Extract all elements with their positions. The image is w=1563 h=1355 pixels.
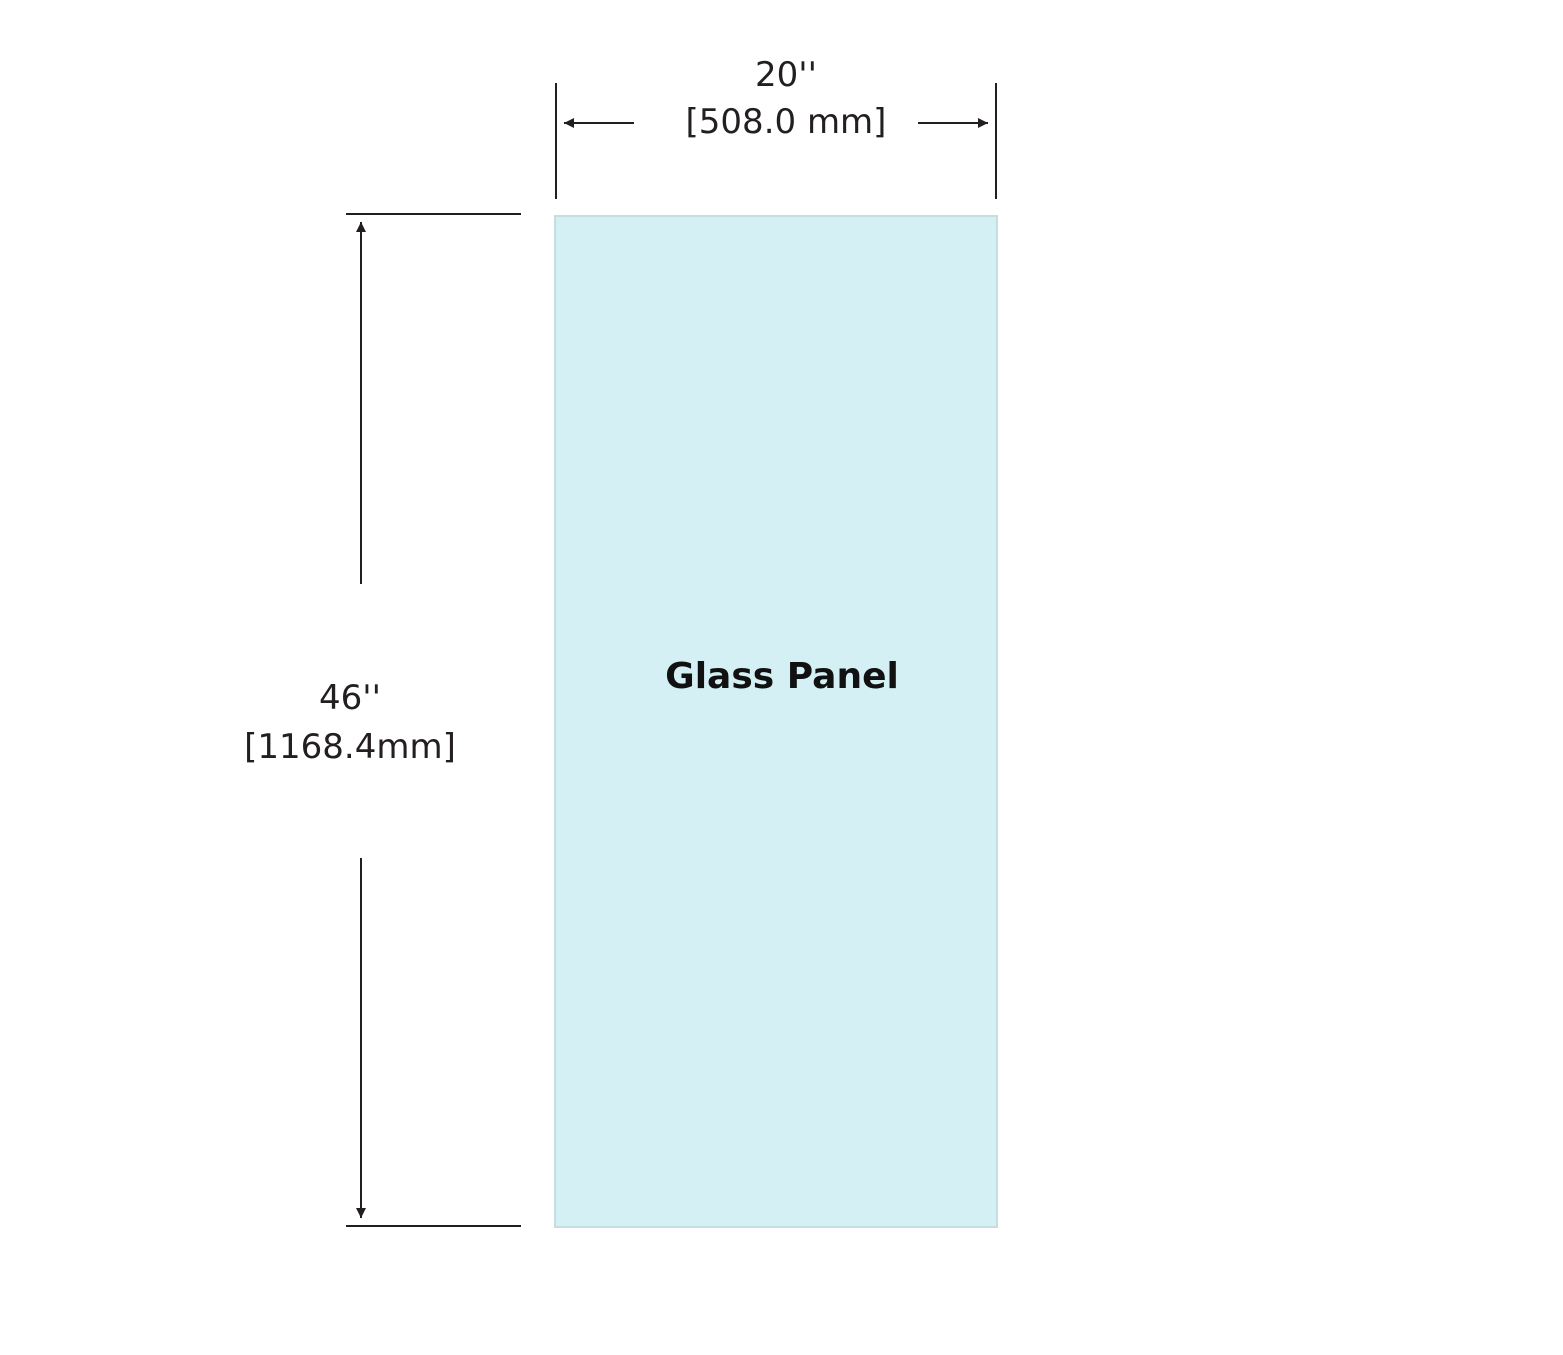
panel-label: Glass Panel [665, 656, 899, 697]
height-inches: 46'' [319, 678, 381, 718]
width-mm: [508.0 mm] [686, 102, 887, 142]
glass-panel [554, 215, 998, 1228]
height-mm: [1168.4mm] [244, 727, 456, 767]
width-inches: 20'' [755, 55, 817, 95]
